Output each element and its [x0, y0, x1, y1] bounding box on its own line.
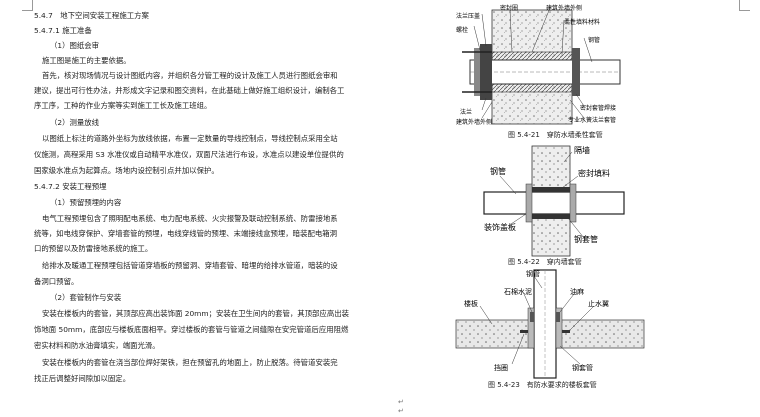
- label-slab: 楼板: [464, 299, 478, 308]
- label-ring: 止水翼: [588, 299, 609, 308]
- label-retain: 挡圈: [494, 363, 508, 372]
- figure-floor-slab-sleeve: 钢管 石棉水泥 油麻 楼板 止水翼 挡圈 钢套管: [455, 269, 645, 379]
- paragraph-line: 国家级水准点为起算点。场地内设控制引点并加以保护。: [34, 166, 219, 175]
- paragraph-line: 统等，如电线穿保护、穿墙套管的预埋，电线穿线管的预埋、末端接线盒预埋，暗装配电箱…: [34, 229, 338, 238]
- paragraph-return-mark: ↵: [398, 398, 404, 406]
- paragraph-line: 安装在楼板内的套管在浇当部位焊好架铁，担在预留孔的地面上，防止脱落。待管道安装完: [42, 358, 338, 367]
- label-pipe: 钢管: [526, 269, 540, 278]
- paragraph-line: 以图纸上标注的道路外坐标为放线依据，布置一定数量的导线控制点，导线控制点采用全站: [42, 134, 338, 143]
- paragraph-line: 口的预留以及防雷接地系统的施工。: [34, 244, 153, 253]
- label-wall-outer-2: 建筑外墙外侧: [456, 118, 492, 126]
- label-asbestos: 石棉水泥: [504, 287, 532, 296]
- paragraph-line: 首先，核对现场情况与设计图纸内容，并组织各分管工程的设计及施工人员进行图纸会审和: [42, 71, 338, 80]
- figure-caption-5-4-23: 图 5.4-23 有防水要求的楼板套管: [488, 381, 597, 389]
- paragraph-line: 找正后调整好间隙加以固定。: [34, 374, 131, 383]
- page-corner-mark-right: [739, 0, 750, 11]
- paragraph-return-mark: ↵: [398, 407, 404, 415]
- item-heading-survey: （2）测量放线: [50, 118, 100, 127]
- paragraph-line: 安装在楼板内的套管，其顶部应高出装饰面 20mm；安装在卫生间内的套管，其顶部应…: [42, 309, 350, 318]
- paragraph-line: 备洞口预留。: [34, 277, 79, 286]
- paragraph-line: 施工图是施工的主要依据。: [42, 56, 131, 65]
- label-pipe: 钢管: [490, 166, 506, 176]
- label-flange: 法兰: [460, 108, 472, 116]
- figure-inner-wall-sleeve: 隔墙 钢管 密封填料 装饰盖板 钢套管: [483, 145, 625, 257]
- label-fill: 密封填料: [578, 168, 610, 178]
- label-cover: 装饰盖板: [484, 222, 516, 232]
- label-bolt: 螺栓: [456, 26, 468, 34]
- figure-flexible-waterproof-sleeve: 法兰压盖 密封圈 螺栓 建筑外墙外侧 柔性填料材料 钢管 法兰 建筑外墙外侧 密…: [456, 4, 621, 126]
- paragraph-line: 给排水及暖通工程预埋包括管道穿墙板的预留洞、穿墙套管、暗埋的给排水管道，暗装的设: [42, 261, 338, 270]
- figure-caption-5-4-21: 图 5.4-21 穿防水墙柔性套管: [508, 131, 603, 139]
- paragraph-line: 饰地面 50mm，底部应与楼板底面相平。穿过楼板的套管与管道之间缝隙在安完管道后…: [34, 325, 349, 334]
- label-wall: 隔墙: [574, 145, 590, 155]
- item-heading-sleeve: （2）套管制作与安装: [50, 293, 122, 302]
- label-sleeve: 钢套管: [574, 234, 598, 244]
- subsection-heading-5-4-7-1: 5.4.7.1 施工准备: [34, 26, 92, 35]
- label-soft-fill: 柔性填料材料: [564, 18, 600, 26]
- item-heading-drawing-review: （1）图纸会审: [50, 41, 100, 50]
- label-hemp: 油麻: [570, 287, 584, 296]
- label-pipe: 钢管: [588, 36, 600, 44]
- label-sleeve: 钢套管: [572, 363, 593, 372]
- paragraph-line: 密实材料和防水油膏填实，端面光滑。: [34, 341, 160, 350]
- label-sealing-ring: 密封圈: [500, 4, 518, 12]
- label-flange-ring: 法兰压盖: [456, 12, 480, 20]
- subsection-heading-5-4-7-2: 5.4.7.2 安装工程预埋: [34, 182, 107, 191]
- figure-caption-5-4-22: 图 5.4-22 穿内墙套管: [508, 258, 582, 266]
- paragraph-line: 序工序，工种的作业方案等实到施工工长及施工班组。: [34, 101, 212, 110]
- label-seal-tight: 密封套管焊接: [580, 104, 616, 112]
- item-heading-embed-content: （1）预留预埋的内容: [50, 198, 122, 207]
- paragraph-line: 仪施测，高程采用 S3 水准仪或自动精平水准仪，双面尺法进行布设，水准点以建设单…: [34, 150, 344, 159]
- page-corner-mark-left: [22, 0, 33, 11]
- section-heading-5-4-7: 5.4.7 地下空间安装工程施工方案: [34, 11, 149, 20]
- paragraph-line: 建议，提出可行性办法，并形成文字记录和图交资料，在此基础上做好施工组织设计，编制…: [34, 86, 345, 95]
- paragraph-line: 电气工程预埋包含了照明配电系统、电力配电系统、火灾报警及联动控制系统、防雷接地系: [42, 214, 338, 223]
- label-wall-outer: 建筑外墙外侧: [546, 4, 582, 12]
- label-waterproof: 专业水簧法兰套管: [568, 116, 616, 124]
